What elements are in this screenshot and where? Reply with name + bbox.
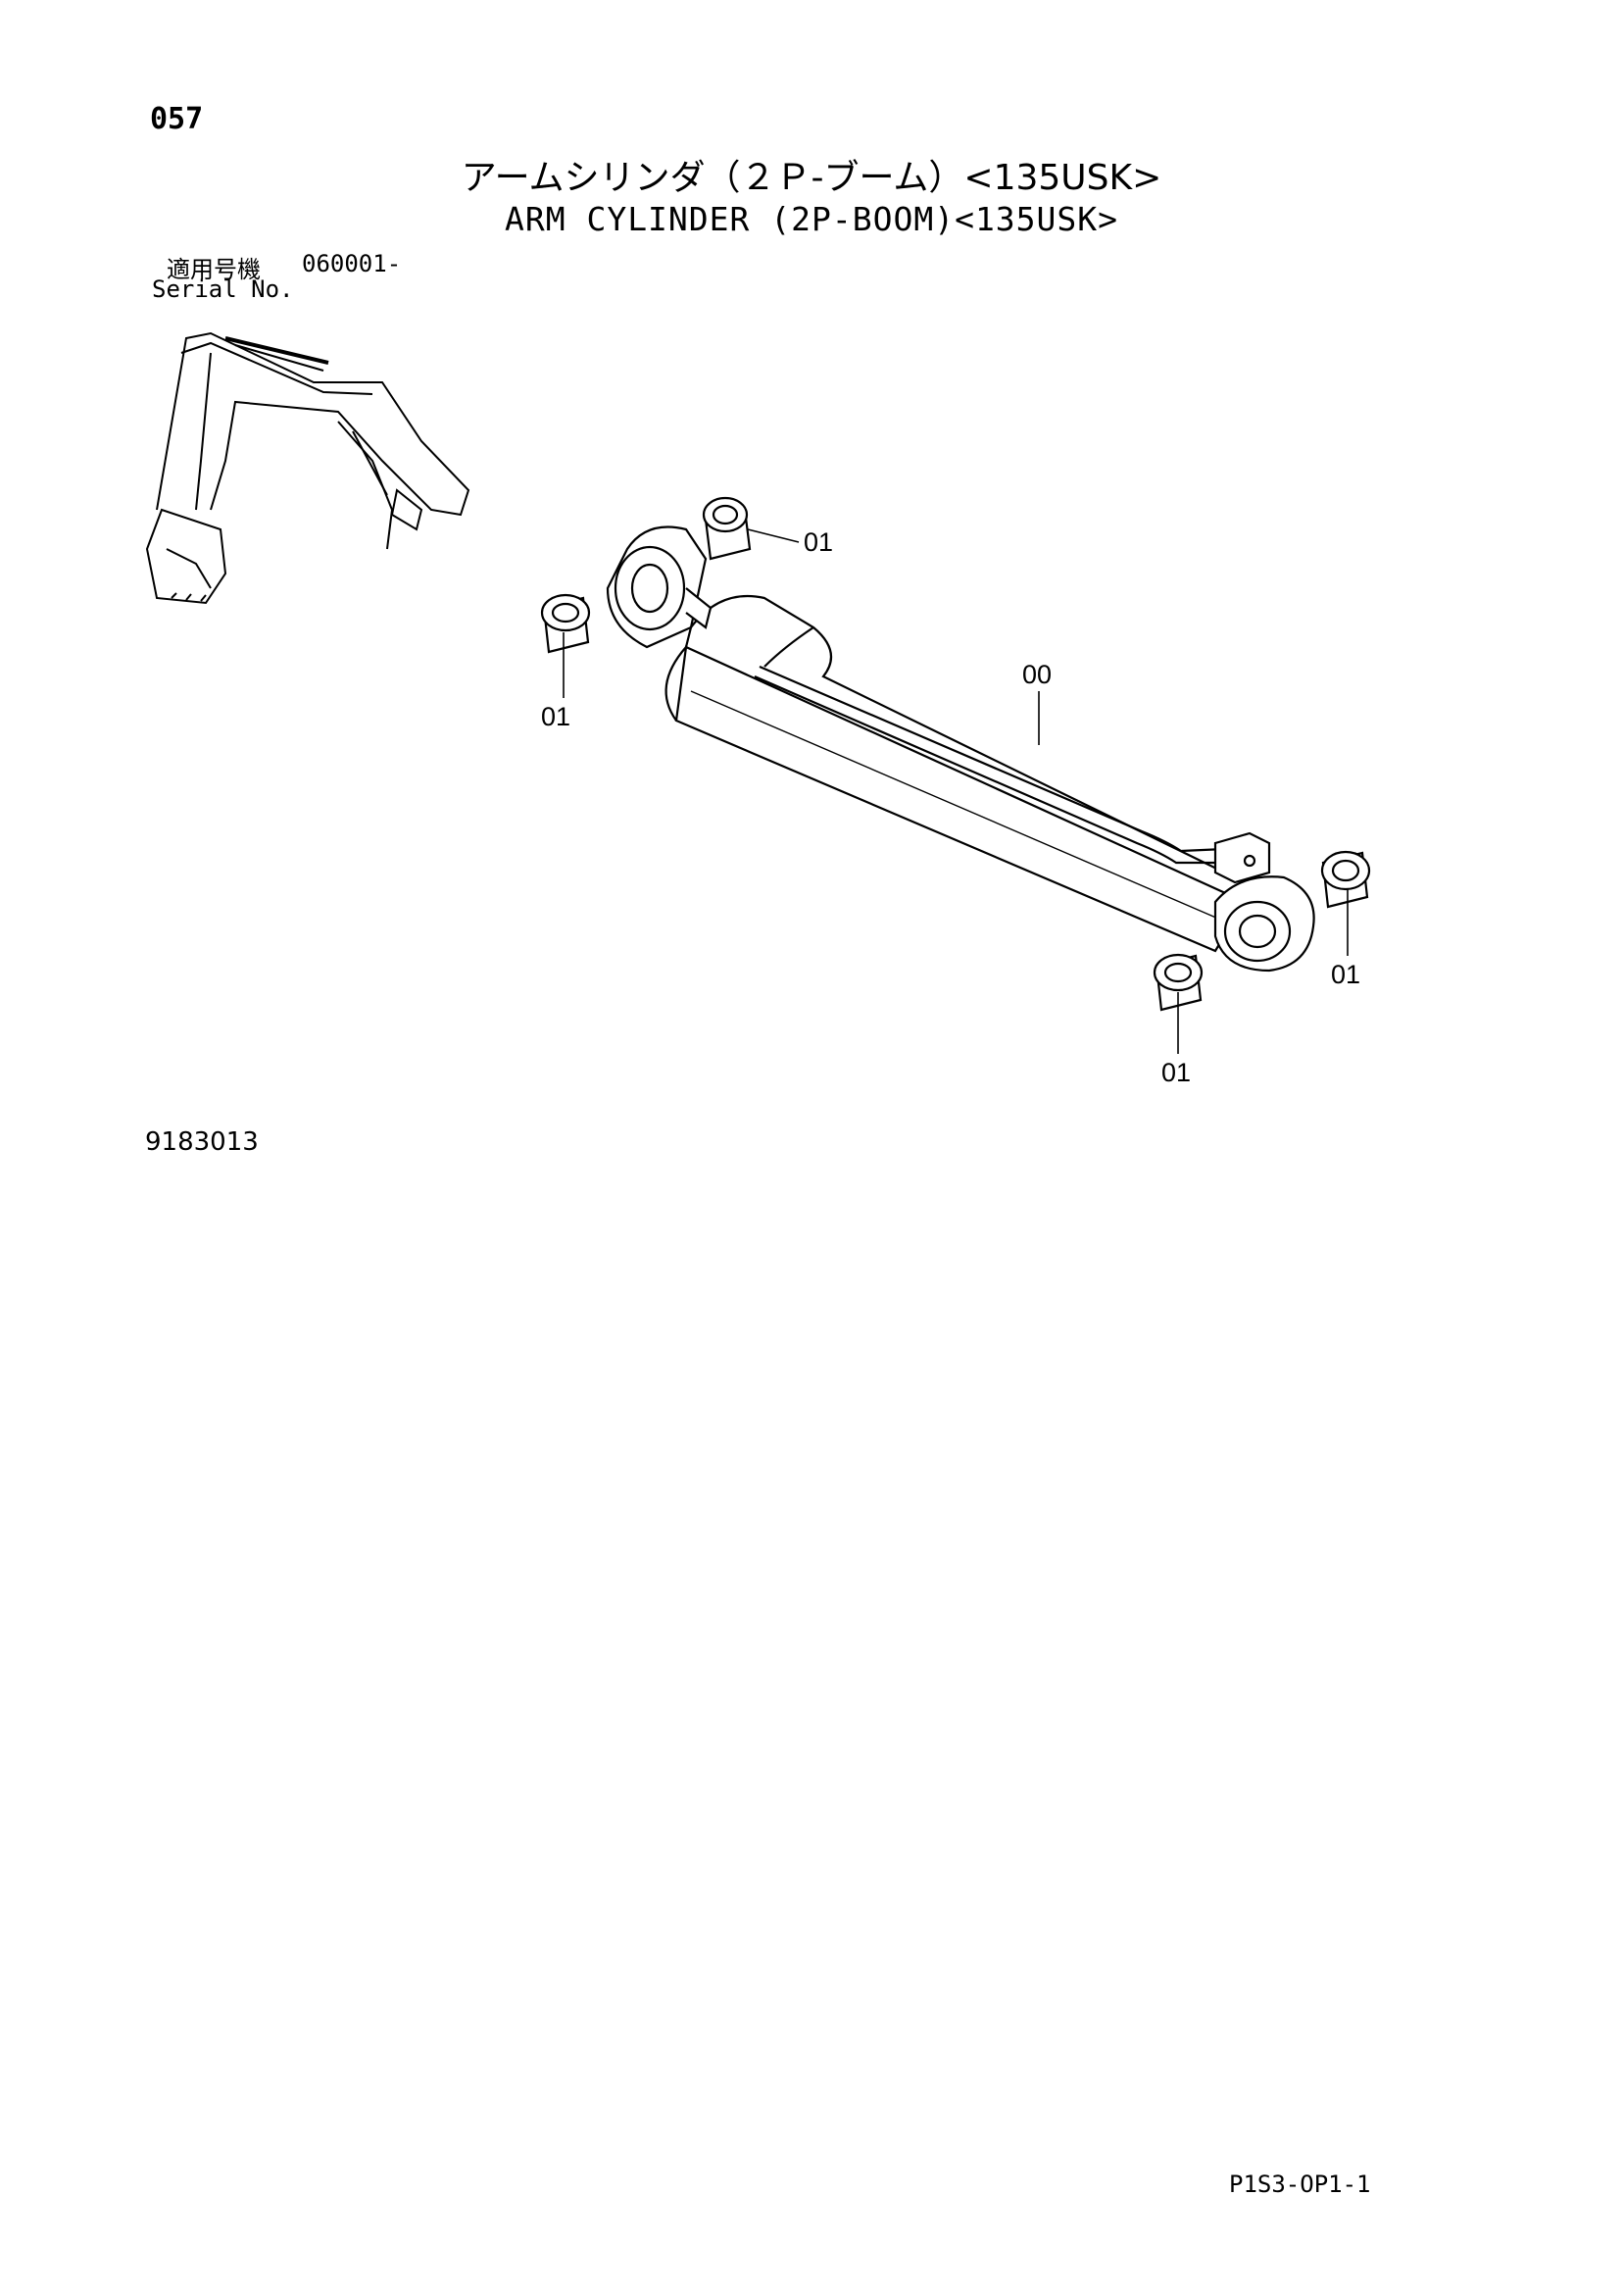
page-number: 057 [150, 102, 204, 136]
bushing-top [702, 496, 752, 561]
bushing-left [540, 593, 591, 654]
serial-label-japanese: 適用号機 [167, 256, 261, 283]
excavator-locator-sketch [145, 331, 470, 605]
callout-00-cylinder: 00 [1022, 660, 1052, 689]
callout-01-right: 01 [1331, 960, 1360, 989]
callout-01-left: 01 [541, 702, 570, 731]
title-english: ARM CYLINDER (2P-BOOM)<135USK> [504, 200, 1119, 238]
title-japanese: アームシリンダ（２Ｐ-ブーム）<135USK> [461, 158, 1162, 198]
page-code: P1S3-OP1-1 [1229, 2171, 1371, 2198]
leader-lines [563, 528, 1349, 1054]
serial-label-english: Serial No. [152, 275, 294, 303]
serial-value: 060001- [302, 250, 402, 277]
bushing-right [1320, 850, 1371, 909]
arm-cylinder-assembly [606, 525, 1315, 973]
figure-id: 9183013 [145, 1127, 259, 1157]
bushing-bottom [1153, 953, 1204, 1012]
callout-01-top: 01 [804, 527, 833, 557]
callout-01-bottom: 01 [1161, 1058, 1191, 1087]
